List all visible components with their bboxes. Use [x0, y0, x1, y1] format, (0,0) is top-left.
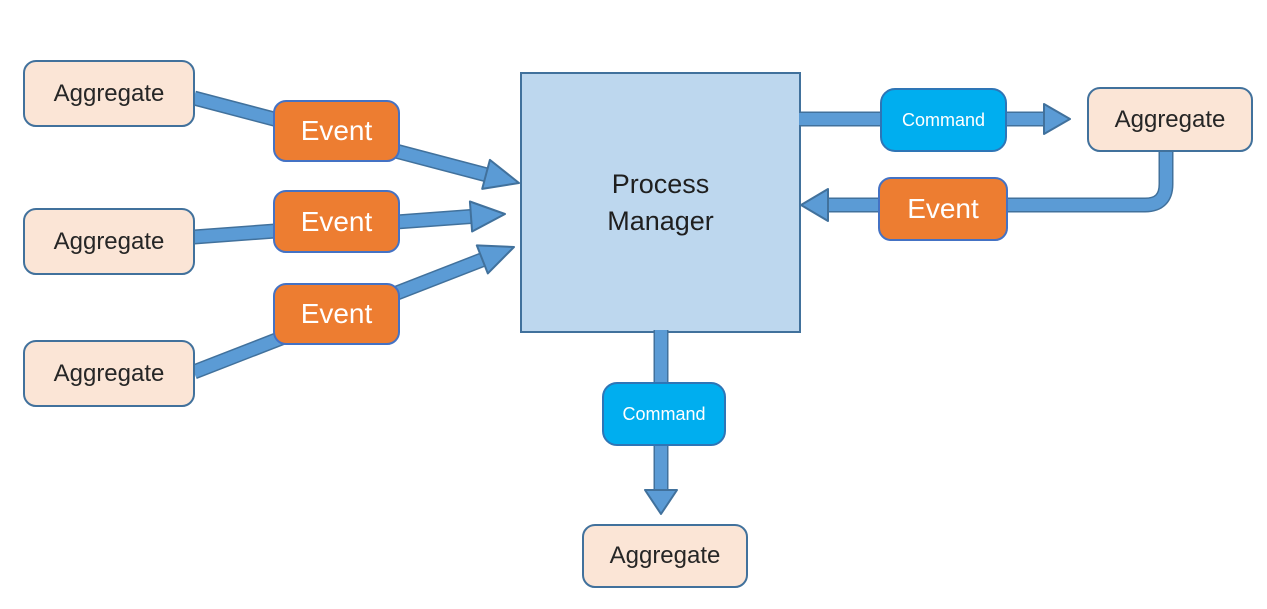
node-aggregate-bottom: Aggregate [582, 524, 748, 588]
node-event-right: Event [878, 177, 1008, 241]
node-command-right: Command [880, 88, 1007, 152]
event-left-2-label: Event [300, 205, 373, 237]
node-aggregate-right: Aggregate [1087, 87, 1253, 152]
node-event-left-3: Event [273, 283, 400, 345]
node-event-left-1: Event [273, 100, 400, 162]
aggregate-left-1-label: Aggregate [53, 79, 165, 107]
aggregate-left-3-label: Aggregate [53, 359, 165, 387]
node-aggregate-left-2: Aggregate [23, 208, 195, 275]
node-process-manager: Process Manager [520, 72, 801, 333]
process-manager-label: Process Manager [607, 168, 714, 236]
node-event-left-2: Event [273, 190, 400, 253]
command-right-label: Command [901, 109, 986, 130]
node-aggregate-left-3: Aggregate [23, 340, 195, 407]
event-right-label: Event [907, 193, 979, 224]
node-aggregate-left-1: Aggregate [23, 60, 195, 127]
node-command-bottom: Command [602, 382, 726, 446]
command-bottom-label: Command [622, 403, 706, 424]
aggregate-bottom-label: Aggregate [609, 542, 721, 569]
event-left-3-label: Event [300, 298, 373, 329]
event-left-1-label: Event [300, 115, 373, 146]
aggregate-left-2-label: Aggregate [53, 227, 165, 255]
aggregate-right-label: Aggregate [1114, 105, 1226, 133]
